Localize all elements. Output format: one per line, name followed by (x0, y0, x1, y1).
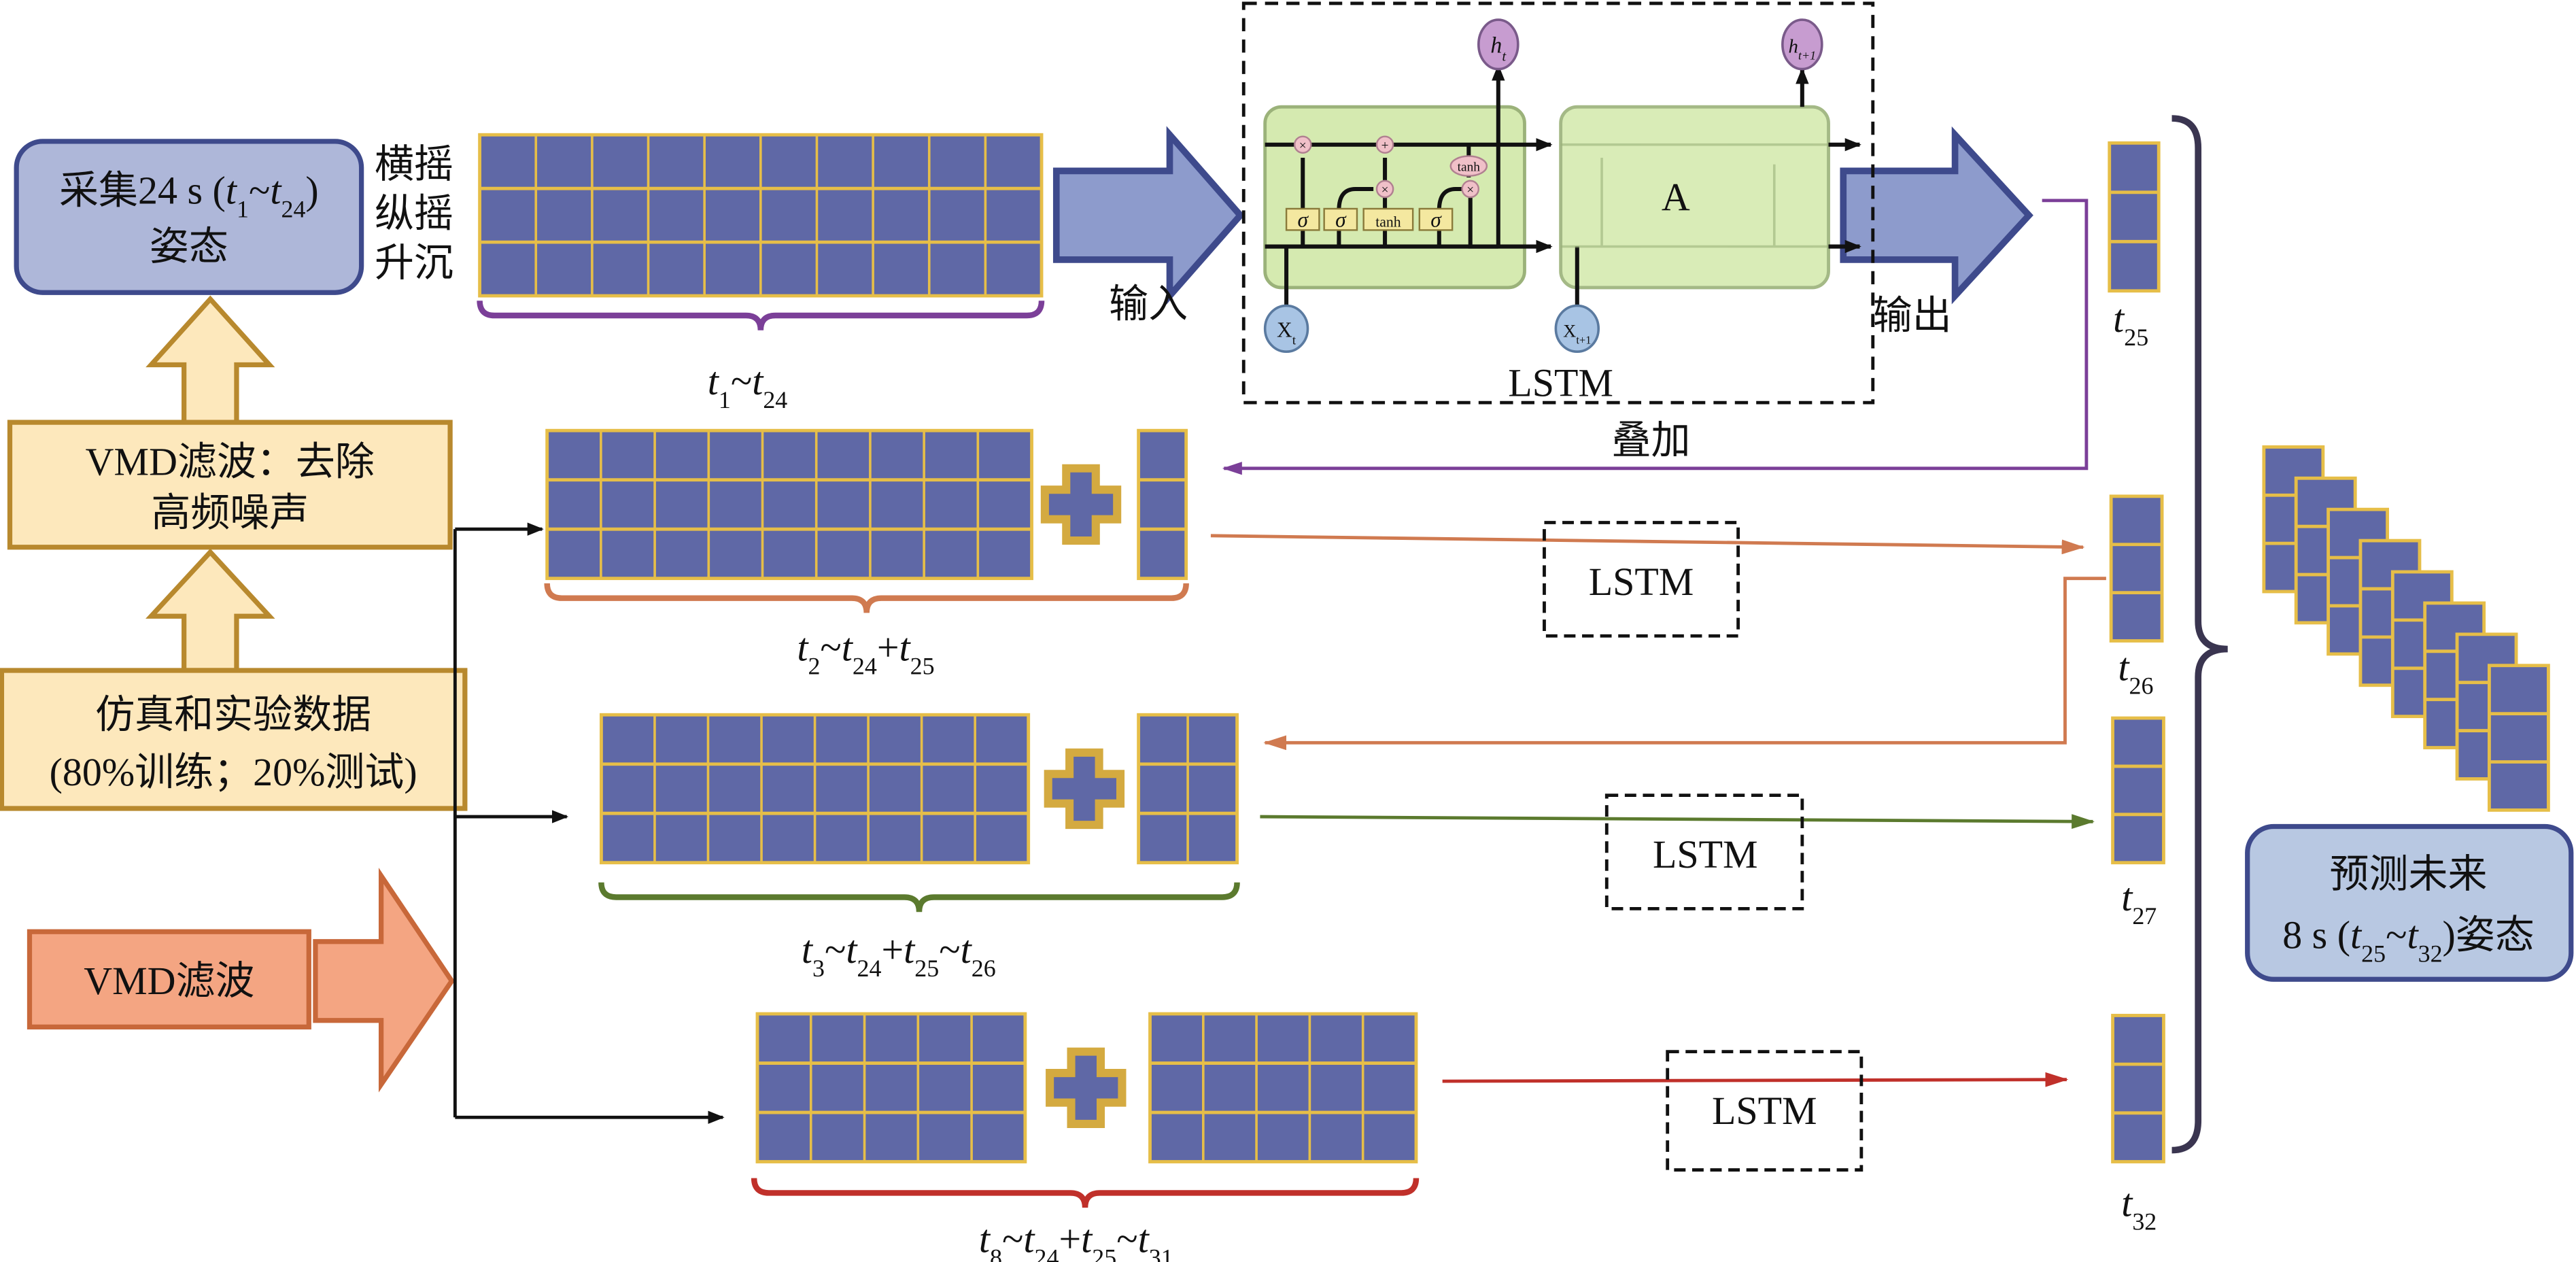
vmd-denoise-box: VMD滤波：去除 高频噪声 (7, 420, 453, 550)
pointwise-op-icon (1293, 135, 1312, 154)
gate-label: σ (1297, 208, 1309, 232)
pointwise-op-icon (1375, 135, 1394, 154)
prediction-box: 预测未来 8 s (t25~t32)姿态 (2245, 823, 2574, 982)
plus-icon (1044, 748, 1125, 830)
row4-label: t8~t24+t25~t31 (979, 1216, 1173, 1262)
gate-label: σ (1335, 208, 1347, 232)
op-label: + (1381, 139, 1389, 153)
vmd-denoise-line1: VMD滤波：去除 (86, 439, 375, 483)
collect-box: 采集24 s (t1~t24) 姿态 (14, 139, 364, 295)
plus-icon (1040, 464, 1122, 545)
output-t32-column (2111, 1014, 2165, 1163)
prediction-line1: 预测未来 (2330, 852, 2488, 896)
row1-label: t1~t24 (708, 359, 788, 413)
output-t26-label: t26 (2118, 645, 2153, 699)
row1-brace (477, 301, 1045, 331)
op-label: × (1466, 183, 1474, 197)
h-t-label: ht (1490, 33, 1507, 64)
row3-appended-grid (1137, 713, 1239, 865)
row4-brace (751, 1178, 1420, 1208)
h-t-node: ht (1477, 18, 1519, 71)
dataset-line1: 仿真和实验数据 (95, 693, 371, 737)
plus-icon (1046, 1047, 1127, 1128)
row2-flow-line (1210, 534, 2085, 555)
row2-lstm-label: LSTM (1589, 560, 1694, 604)
predicted-stack (2262, 445, 2550, 812)
row3-input-grid (600, 713, 1031, 865)
collect-text-line2: 姿态 (150, 224, 228, 269)
row2-input-grid (545, 428, 1033, 581)
tanh-op-label: tanh (1458, 160, 1481, 174)
input-arrow (1052, 126, 1245, 305)
output-collect-brace (2171, 115, 2228, 1154)
gate-box (1285, 207, 1320, 231)
cell-a-label: A (1662, 175, 1690, 219)
output-t32-label: t32 (2121, 1180, 2157, 1235)
tanh-op-icon (1449, 155, 1488, 177)
op-label: × (1381, 183, 1389, 197)
up-arrow-1 (145, 295, 275, 425)
prediction-line2: 8 s (t25~t32)姿态 (2282, 913, 2535, 967)
vmd-right-arrow (313, 868, 455, 1093)
lstm-block: σ σ tanh σ × + × × tanh A ht ht+1 Xt Xt+1 LSTM (1241, 1, 1875, 405)
row2-label: t2~t24+t25 (797, 625, 934, 679)
row2-feedback-line (1263, 577, 2106, 751)
up-arrow-2 (145, 548, 275, 673)
motion-label-heave: 升沉 (375, 241, 453, 285)
row3-label: t3~t24+t25~t26 (802, 927, 996, 982)
row4-appended-grid (1148, 1012, 1418, 1163)
collect-text-line1: 采集24 s (t1~t24) (59, 169, 319, 223)
row3-flow-line (1260, 814, 2095, 829)
input-label: 输入 (1109, 282, 1188, 326)
gate-box (1323, 207, 1358, 231)
lstm-title: LSTM (1508, 360, 1613, 405)
row2-lstm-box: LSTM (1543, 521, 1740, 638)
output-t27-column (2111, 716, 2165, 865)
output-t27-label: t27 (2121, 875, 2157, 930)
gate-box (1418, 207, 1454, 231)
output-t25-column (2108, 141, 2161, 293)
op-label: × (1299, 139, 1307, 153)
row2-appended-grid (1137, 428, 1188, 581)
vmd-filter-label: VMD滤波 (84, 959, 254, 1003)
overlay-label: 叠加 (1612, 418, 1691, 462)
row4-lstm-box: LSTM (1666, 1050, 1864, 1172)
row3-lstm-box: LSTM (1604, 794, 1804, 910)
x-t-node: Xt (1263, 304, 1309, 354)
row4-input-grid (755, 1012, 1027, 1163)
x-t-label: Xt (1277, 318, 1296, 347)
vmd-filter-box: VMD滤波 (27, 929, 311, 1029)
gate-box (1362, 207, 1414, 231)
predicted-frame (2487, 664, 2550, 812)
x-t1-node: Xt+1 (1554, 304, 1600, 354)
pointwise-op-icon (1461, 180, 1480, 199)
motion-label-pitch: 纵摇 (375, 192, 453, 236)
row4-lstm-label: LSTM (1712, 1089, 1817, 1133)
motion-label-roll: 横摇 (375, 142, 453, 186)
row2-brace (544, 583, 1189, 613)
vmd-denoise-line2: 高频噪声 (151, 490, 309, 534)
gate-label: tanh (1375, 214, 1401, 231)
row4-flow-line (1442, 1072, 2069, 1087)
row3-lstm-label: LSTM (1653, 832, 1758, 876)
dataset-line2: (80%训练；20%测试) (50, 750, 417, 794)
branch-connectors (453, 522, 725, 1124)
h-t1-label: ht+1 (1789, 35, 1817, 62)
dataset-box: 仿真和实验数据 (80%训练；20%测试) (0, 668, 468, 811)
output-t26-column (2109, 494, 2164, 643)
x-t1-label: Xt+1 (1563, 320, 1591, 346)
gate-label: σ (1430, 208, 1442, 232)
output-arrow (1840, 126, 2033, 305)
pointwise-op-icon (1375, 180, 1394, 199)
output-t25-label: t25 (2113, 296, 2148, 351)
h-t1-node: ht+1 (1781, 18, 1823, 71)
overlay-feedback-line (1222, 199, 2089, 475)
row1-input-grid (478, 133, 1044, 298)
output-label: 输出 (1873, 293, 1952, 337)
row3-brace (598, 882, 1240, 913)
